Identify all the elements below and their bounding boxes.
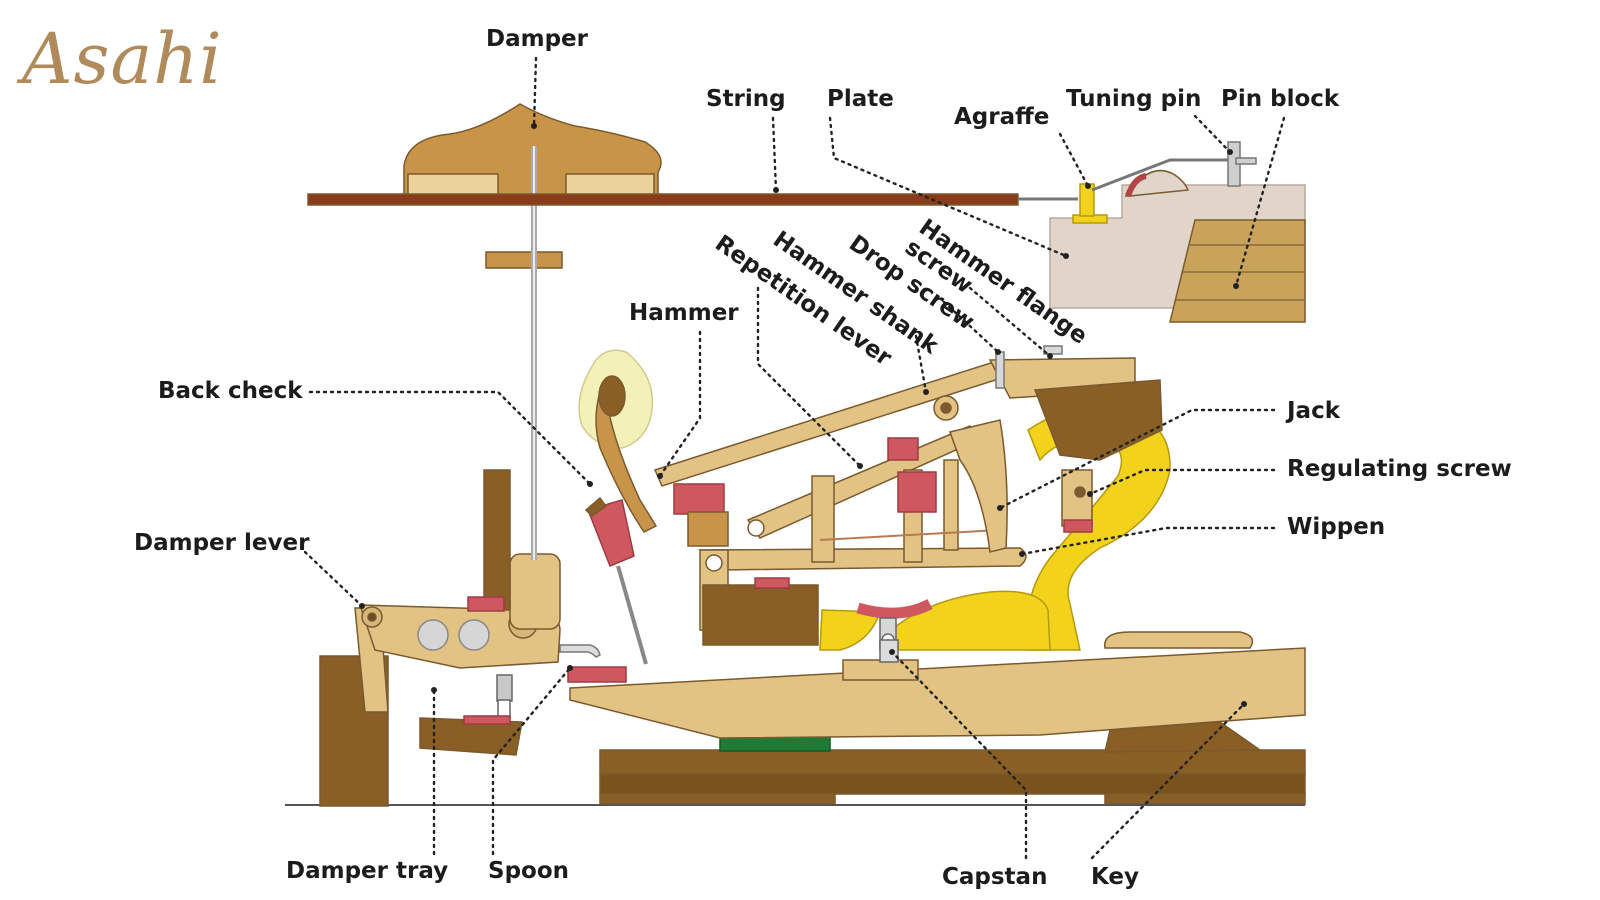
leader-jack [998,408,1276,510]
damper [403,103,662,612]
asahi-logo: Asahi [22,18,223,100]
back-check [584,496,648,665]
leader-back-check [308,390,592,486]
label-regulating-screw: Regulating screw [1287,456,1512,482]
label-spoon: Spoon [488,858,570,884]
label-damper-lever: Damper lever [134,530,310,556]
damper-lever-assembly [319,553,561,807]
leader-plate [828,116,1068,258]
leader-hammer [658,330,702,478]
leader-capstan [890,650,1028,860]
capstan [879,639,899,663]
label-plate: Plate [827,86,894,112]
jack [949,419,1008,553]
leader-wippen [1020,526,1276,556]
label-damper: Damper [486,26,588,52]
label-key: Key [1091,864,1140,890]
label-hammer: Hammer [629,300,739,326]
hammer-assembly [578,345,1163,547]
leader-regulating-screw [1088,468,1276,496]
leader-agraffe [1058,132,1090,188]
wippen [698,547,1027,651]
label-wippen: Wippen [1287,514,1386,540]
label-capstan: Capstan [942,864,1048,890]
plate-pin-block [1049,141,1306,323]
repetition-lever [746,425,1001,563]
label-tuning-pin: Tuning pin [1066,86,1202,112]
spoon [559,644,601,658]
leader-pin-block [1234,116,1286,288]
label-string: String [706,86,786,112]
spoon-felt [567,666,627,683]
key [569,647,1306,739]
leader-spoon [491,666,572,856]
leader-repetition-lever [756,286,862,468]
leader-drop-screw [942,300,1000,354]
label-jack: Jack [1287,398,1341,424]
leader-tuning-pin [1193,114,1232,154]
leader-damper-lever [303,550,364,608]
leader-key [1090,702,1246,860]
label-damper-tray: Damper tray [286,858,449,884]
label-pin-block: Pin block [1221,86,1340,112]
leader-damper [532,56,538,128]
label-back-check: Back check [158,378,303,404]
leader-hammer-shank [914,334,928,394]
string [307,193,1019,206]
label-agraffe: Agraffe [954,104,1050,130]
leader-string [771,116,778,192]
